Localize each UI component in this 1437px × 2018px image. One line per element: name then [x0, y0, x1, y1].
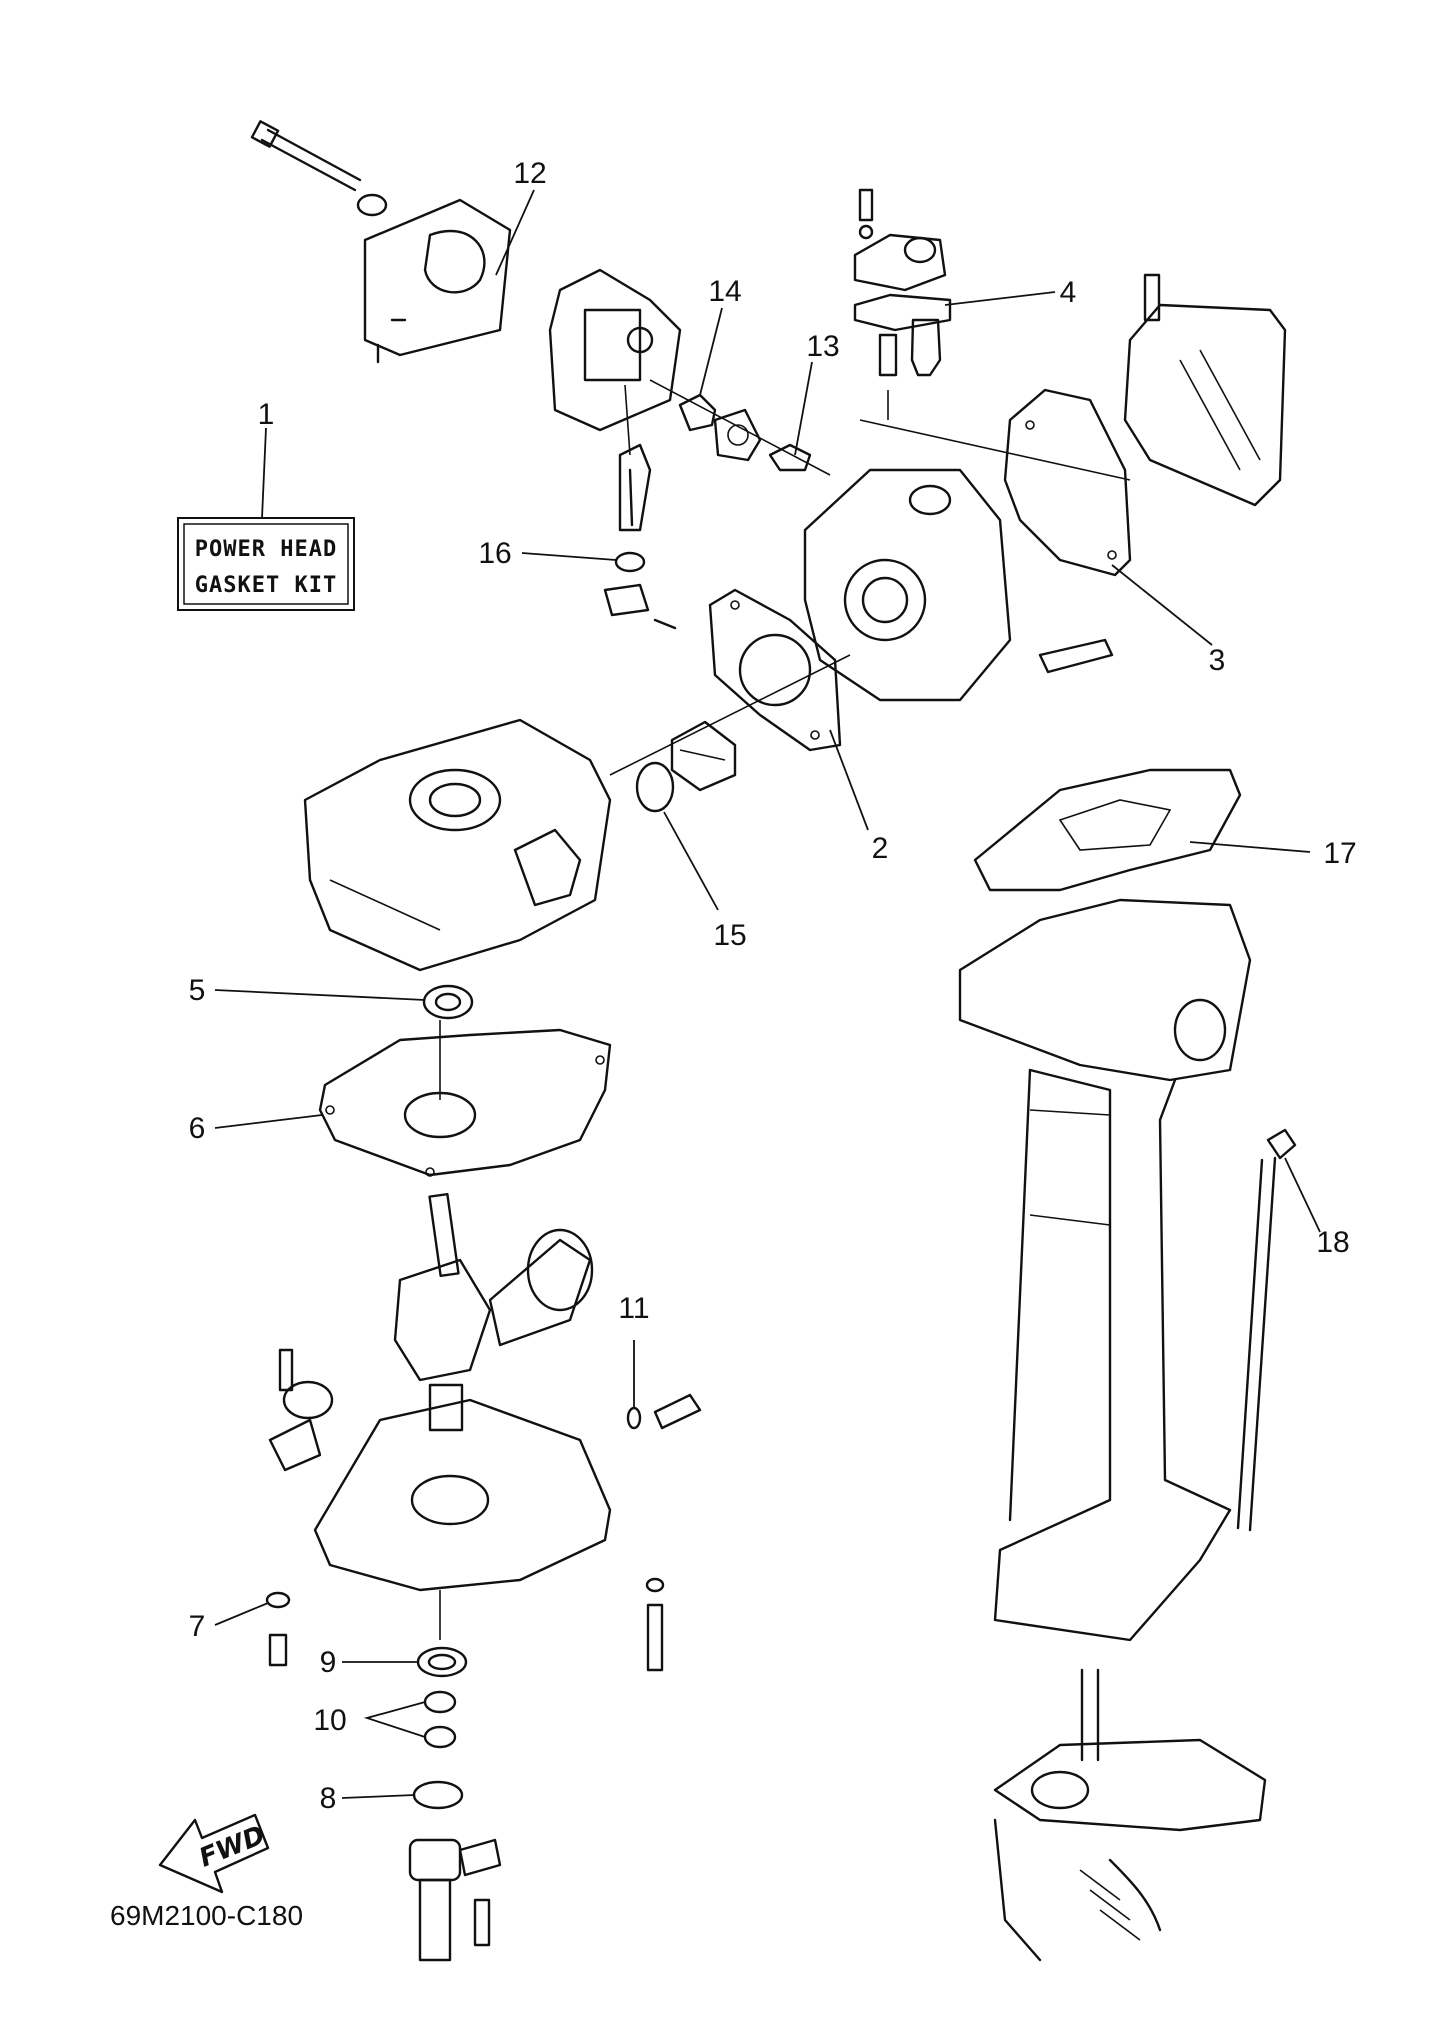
gasket-14-shape	[678, 393, 717, 432]
thermostat-assembly	[853, 188, 952, 420]
callout-11[interactable]: 11	[618, 1292, 649, 1325]
callout-2[interactable]: 2	[872, 832, 889, 865]
upper-casing	[958, 898, 1252, 1642]
fwd-label: FWD	[195, 1820, 269, 1873]
intake-silencer	[250, 120, 512, 364]
callout-12[interactable]: 12	[513, 157, 546, 190]
cylinder-head	[803, 419, 1131, 702]
callout-14[interactable]: 14	[708, 275, 741, 308]
callout-6[interactable]: 6	[189, 1112, 206, 1145]
forward-direction-arrow: FWD	[158, 1813, 269, 1894]
cylinder-head-gasket-3	[1003, 388, 1132, 577]
callout-9[interactable]: 9	[320, 1646, 337, 1679]
thermostat-cover-gasket	[853, 293, 952, 332]
diagram-code: 69M2100-C180	[110, 1900, 303, 1931]
gasket-13-shape	[768, 443, 812, 472]
oil-seal-housing	[408, 1838, 502, 1962]
crankcase	[268, 1348, 612, 1640]
kit-label-line1: POWER HEAD	[195, 537, 337, 562]
cylinder-head-cover	[1123, 273, 1287, 507]
callout-16[interactable]: 16	[478, 537, 511, 570]
oil-seal-9	[416, 1646, 468, 1678]
o-ring-8	[412, 1780, 464, 1810]
callout-7[interactable]: 7	[189, 1610, 206, 1643]
plug-and-o-ring-15	[635, 720, 737, 813]
carburetor	[548, 268, 682, 532]
callout-4[interactable]: 4	[1060, 276, 1077, 309]
leader-lines	[214, 189, 1321, 1799]
crankcase-gasket-6	[318, 1028, 612, 1177]
washer-7	[265, 1591, 291, 1667]
callout-1[interactable]: 1	[258, 398, 275, 431]
callout-15[interactable]: 15	[713, 919, 746, 952]
callout-17[interactable]: 17	[1323, 837, 1356, 870]
callout-18[interactable]: 18	[1316, 1226, 1349, 1259]
oil-seals-10	[423, 1690, 457, 1749]
callout-13[interactable]: 13	[806, 330, 839, 363]
exhaust-guide-gasket-17[interactable]	[973, 768, 1242, 892]
head-bolt	[1038, 638, 1114, 674]
callout-numbers: 1 2 3 4 5 6 7 8 9 10 11 12 13 14 15 16 1…	[189, 157, 1357, 1815]
oil-seal-5	[422, 984, 474, 1100]
o-ring-16	[614, 551, 646, 573]
crankcase-bolts-right	[645, 1577, 665, 1672]
lower-casing	[993, 1668, 1267, 1962]
hose-18	[1236, 1128, 1297, 1532]
callout-8[interactable]: 8	[320, 1782, 337, 1815]
callout-3[interactable]: 3	[1209, 644, 1226, 677]
carburetor-joint-parts	[649, 379, 831, 476]
cylinder-block	[303, 654, 851, 972]
cylinder-head-gasket-2	[708, 588, 842, 752]
choke-parts	[603, 551, 677, 630]
callout-10[interactable]: 10	[313, 1704, 346, 1737]
power-head-gasket-kit-label[interactable]: POWER HEAD GASKET KIT	[177, 517, 355, 611]
kit-label-line2: GASKET KIT	[195, 573, 337, 598]
bolt-and-washer-11	[626, 1393, 702, 1430]
crankshaft-and-piston	[393, 1192, 594, 1432]
callout-5[interactable]: 5	[189, 974, 206, 1007]
